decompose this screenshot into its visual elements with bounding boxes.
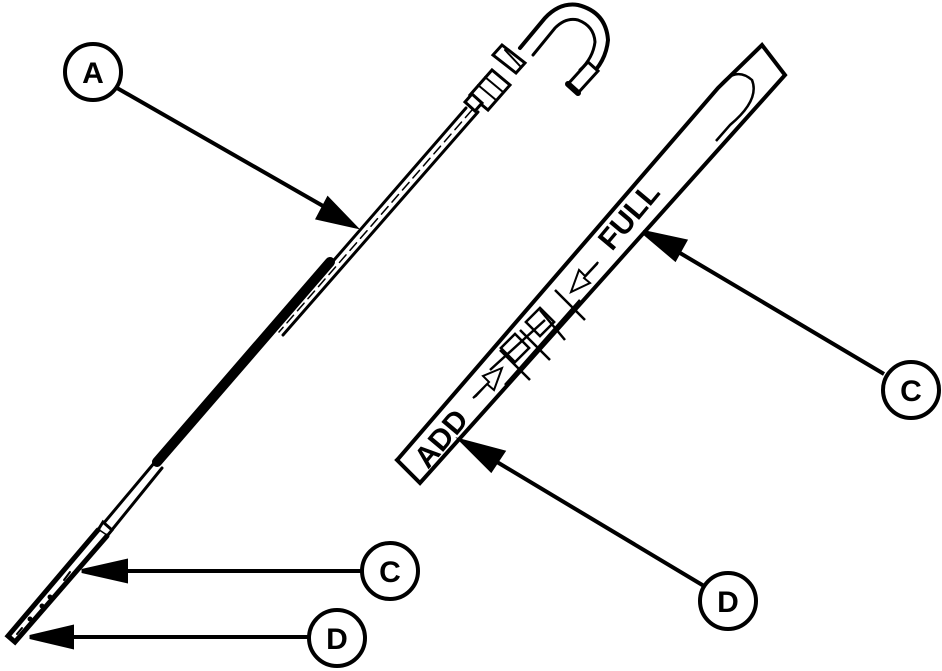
callout-C-right-label: C (900, 375, 922, 408)
callout-D-left-label: D (326, 623, 348, 656)
blade-crosshatch (489, 289, 586, 386)
callout-A-label: A (82, 57, 104, 90)
dipstick-dark-section (152, 257, 335, 467)
dipstick-assembly (4, 2, 611, 646)
leader-lines (29, 86, 886, 650)
dipstick-lower-rod (96, 460, 157, 532)
callout-D-right-label: D (717, 586, 739, 619)
callout-D-left: D (307, 608, 367, 668)
dipstick-collar (490, 42, 528, 76)
callout-C-left: C (360, 541, 420, 601)
blade-closeup (394, 41, 788, 486)
callout-A: A (63, 42, 123, 102)
full-arrow (569, 261, 599, 294)
callout-D-right: D (698, 571, 758, 631)
callout-C-right: C (881, 360, 941, 420)
add-arrow (472, 366, 504, 399)
callout-C-left-label: C (379, 556, 401, 589)
dipstick-handle-hook (518, 2, 611, 80)
dipstick-tip (4, 527, 110, 646)
